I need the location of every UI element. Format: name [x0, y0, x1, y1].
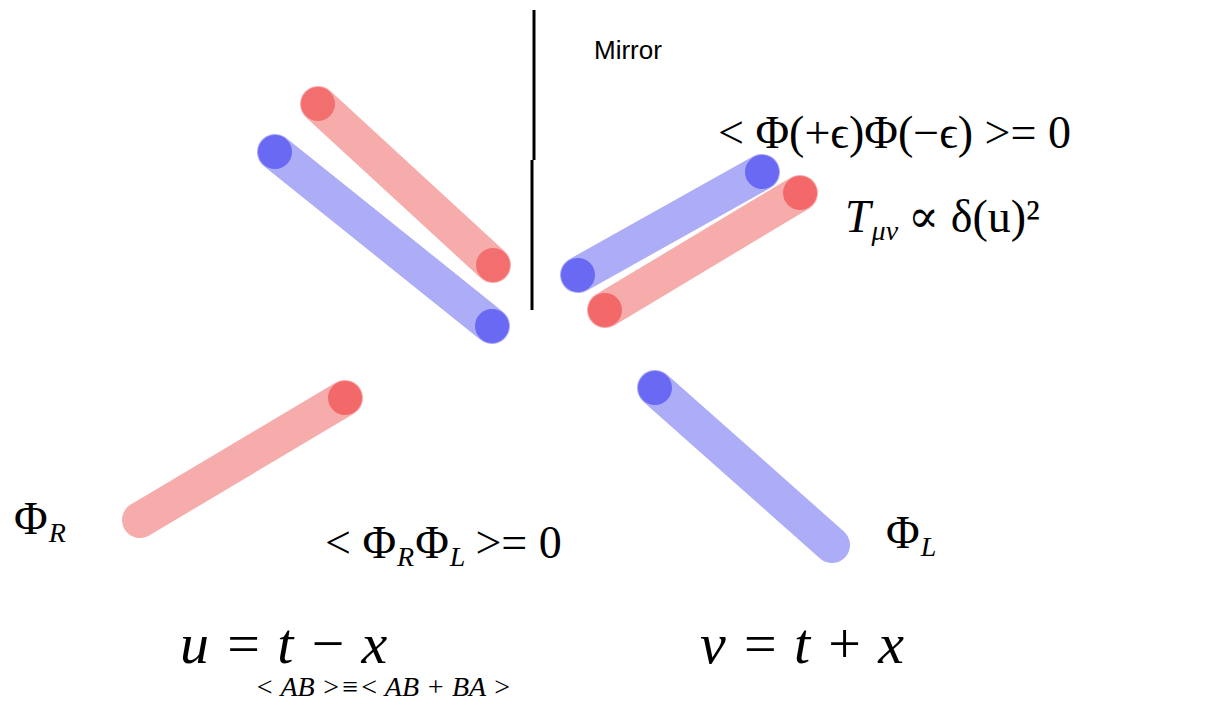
- correlator-equation: < Φ(+ϵ)Φ(−ϵ) >= 0: [718, 108, 1071, 159]
- tensor-subscript: μν: [872, 216, 898, 247]
- ray-end: [638, 371, 672, 405]
- field-symbol: Φ: [415, 518, 449, 569]
- field-subscript: R: [49, 518, 66, 549]
- ray-end: [258, 135, 292, 169]
- ray-end: [301, 87, 335, 121]
- stress-tensor-relation: ∝ δ(u)²: [908, 192, 1040, 243]
- ray-end: [783, 176, 817, 210]
- field-subscript: R: [397, 542, 414, 573]
- mirror-segment: [533, 10, 536, 160]
- red-ray: [605, 193, 800, 310]
- mirror-segment: [531, 160, 534, 310]
- light-cone-coordinate: u = t − x: [180, 612, 387, 676]
- field-symbol: Φ: [886, 508, 920, 559]
- mirror-label: Mirror: [594, 36, 662, 65]
- field-symbol: Φ: [14, 494, 48, 545]
- correlator-part: < Φ: [325, 518, 396, 569]
- blue-ray: [655, 388, 832, 545]
- field-subscript: L: [450, 542, 466, 573]
- ray-end: [588, 293, 622, 327]
- red-ray: [140, 398, 345, 520]
- light-cone-coordinate: v = t + x: [700, 612, 904, 676]
- correlator-part: >= 0: [475, 518, 561, 569]
- notation-note: < AB >≡< AB + BA >: [255, 672, 511, 703]
- ray-end: [475, 309, 509, 343]
- stress-tensor-symbol: T: [845, 192, 871, 243]
- blue-ray: [275, 152, 492, 326]
- ray-end: [328, 381, 362, 415]
- ray-end: [561, 258, 595, 292]
- ray-end: [745, 155, 779, 189]
- field-subscript: L: [921, 532, 937, 563]
- mirror-line: [532, 10, 534, 310]
- ray-end: [476, 248, 510, 282]
